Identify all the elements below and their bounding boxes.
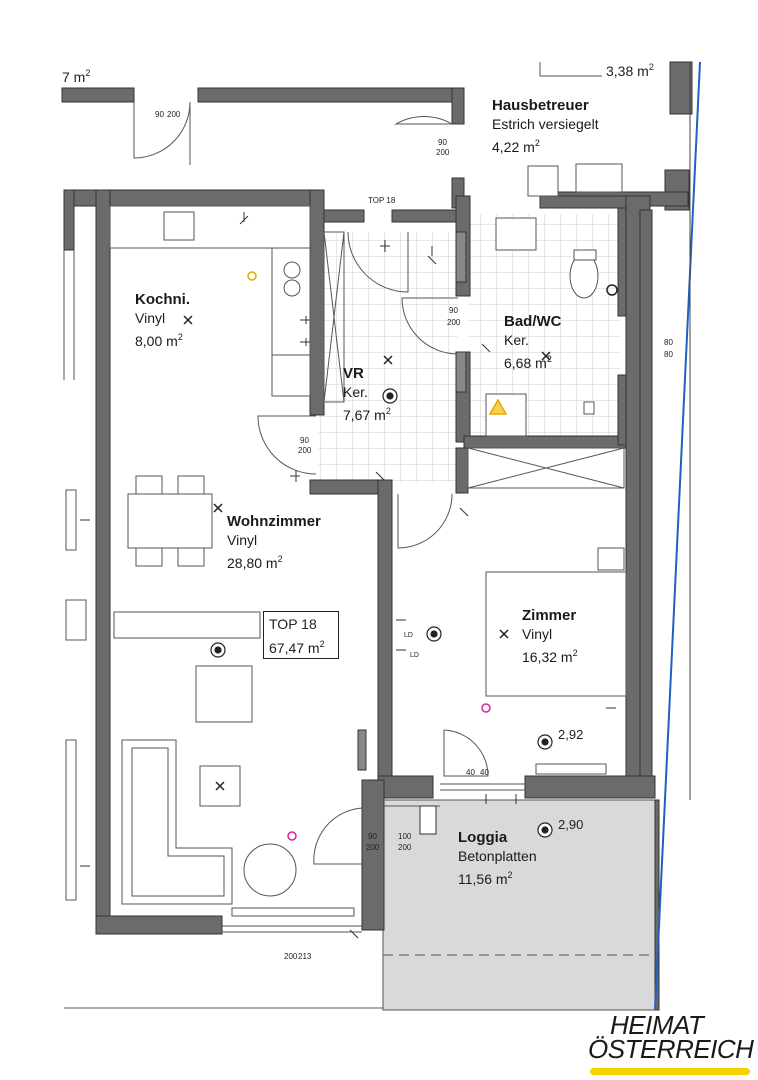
room-area: 11,56 m2 [458, 870, 513, 887]
bedroom-furniture [485, 547, 627, 775]
ld-marker: LD [410, 652, 419, 659]
room-name: Wohnzimmer [227, 513, 321, 530]
logo-line2: ÖSTERREICH [588, 1034, 754, 1064]
bath-fixtures [485, 217, 599, 437]
door-size: 80 [664, 338, 673, 347]
door-size: 90 [368, 832, 377, 841]
door-size: 200 [167, 110, 181, 119]
door-size: 80 [664, 350, 673, 359]
door-size: 40 [466, 768, 475, 777]
room-area: 4,22 m2 [492, 138, 540, 155]
wardrobe-zimmer [323, 231, 625, 489]
ceiling-light-marks [183, 315, 551, 791]
room-name: VR [343, 365, 364, 382]
floor-type: Betonplatten [458, 848, 537, 864]
room-label-hausbetreuer: Hausbetreuer Estrich versiegelt 4,22 m2 [492, 96, 599, 157]
door-size: 90 [155, 110, 164, 119]
door-size: 200 [436, 148, 450, 157]
property-boundary [654, 61, 701, 1011]
logo-accent-bar [590, 1068, 750, 1075]
door-size: 90 [438, 138, 447, 147]
room-label-wohnzimmer: Wohnzimmer Vinyl 28,80 m2 [227, 512, 321, 573]
room-name: Kochni. [135, 291, 190, 308]
dining-set [127, 475, 213, 567]
ceiling-height-loggia: 2,90 [558, 817, 584, 832]
door-size: 200 [366, 843, 380, 852]
door-size: 200 [298, 446, 312, 455]
room-area: 6,68 m2 [504, 354, 552, 371]
door-size: 90 [300, 436, 309, 445]
room-area: 7,67 m2 [343, 406, 391, 423]
room-label-loggia: Loggia Betonplatten 11,56 m2 [458, 828, 537, 889]
floor-type: Ker. [343, 384, 368, 400]
vr-tiles [318, 232, 458, 482]
switches [80, 212, 616, 939]
electrical-symbols [247, 271, 618, 841]
floor-type: Estrich versiegelt [492, 116, 599, 132]
outline-lines [63, 232, 655, 1009]
unit-summary-box: TOP 18 67,47 m2 [263, 611, 339, 659]
door-size: 213 [298, 952, 312, 961]
door-size: 90 [449, 306, 458, 315]
unit-area: 67,47 m2 [269, 639, 325, 656]
partial-area-top-right: 3,38 m2 [606, 62, 654, 79]
spot-lights [210, 388, 553, 838]
door-size: 200 [447, 318, 461, 327]
loggia-floor [382, 799, 656, 1011]
partial-area-top-left: 7 m2 [62, 68, 91, 85]
living-furniture [113, 611, 355, 917]
room-name: Bad/WC [504, 313, 562, 330]
floor-type: Ker. [504, 332, 529, 348]
logo-line1: HEIMAT [610, 1010, 704, 1040]
room-label-bad: Bad/WC Ker. 6,68 m2 [504, 312, 562, 373]
ld-marker: LD [404, 632, 413, 639]
room-label-vr: VR Ker. 7,67 m2 [343, 364, 391, 425]
room-area: 16,32 m2 [522, 648, 578, 665]
installation-blocks [357, 231, 467, 835]
storage-fixtures [527, 62, 623, 197]
room-label-kochni: Kochni. Vinyl 8,00 m2 [135, 290, 190, 351]
ceiling-height-zimmer: 2,92 [558, 727, 584, 742]
kitchen-counter [109, 205, 311, 397]
door-size: 100 [398, 832, 412, 841]
room-name: Hausbetreuer [492, 97, 589, 114]
door-size: 40 [480, 768, 489, 777]
door-size: 200 [398, 843, 412, 852]
floor-type: Vinyl [135, 310, 166, 326]
room-area: 8,00 m2 [135, 332, 183, 349]
unit-label: TOP 18 [269, 616, 317, 632]
room-name: Loggia [458, 829, 508, 846]
room-name: Zimmer [522, 607, 577, 624]
unit-marker: TOP 18 [368, 196, 396, 205]
door-size: 200 [284, 952, 298, 961]
doors [133, 101, 526, 865]
walls [61, 61, 693, 1011]
room-area: 28,80 m2 [227, 554, 283, 571]
floor-type: Vinyl [522, 626, 553, 642]
heimat-oesterreich-logo: HEIMAT ÖSTERREICH [588, 1010, 754, 1080]
floor-type: Vinyl [227, 532, 258, 548]
room-label-zimmer: Zimmer Vinyl 16,32 m2 [522, 606, 578, 667]
